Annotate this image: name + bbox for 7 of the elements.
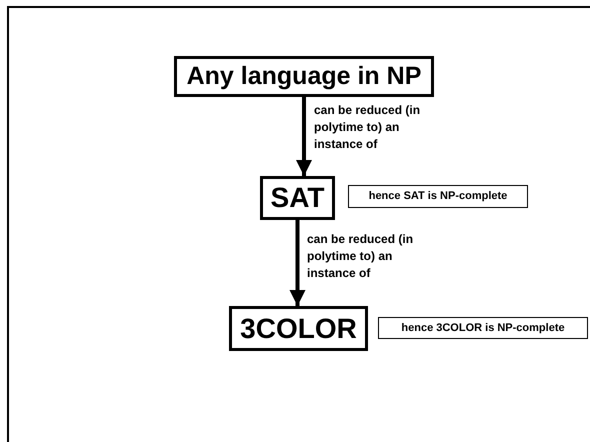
note-box: hence SAT is NP-complete bbox=[348, 185, 528, 208]
note-box: hence 3COLOR is NP-complete bbox=[378, 317, 588, 339]
process-box: SAT bbox=[260, 176, 335, 220]
process-box: 3COLOR bbox=[229, 306, 368, 351]
process-box: Any language in NP bbox=[174, 56, 434, 97]
arrow bbox=[296, 97, 312, 176]
arrow bbox=[290, 220, 306, 306]
